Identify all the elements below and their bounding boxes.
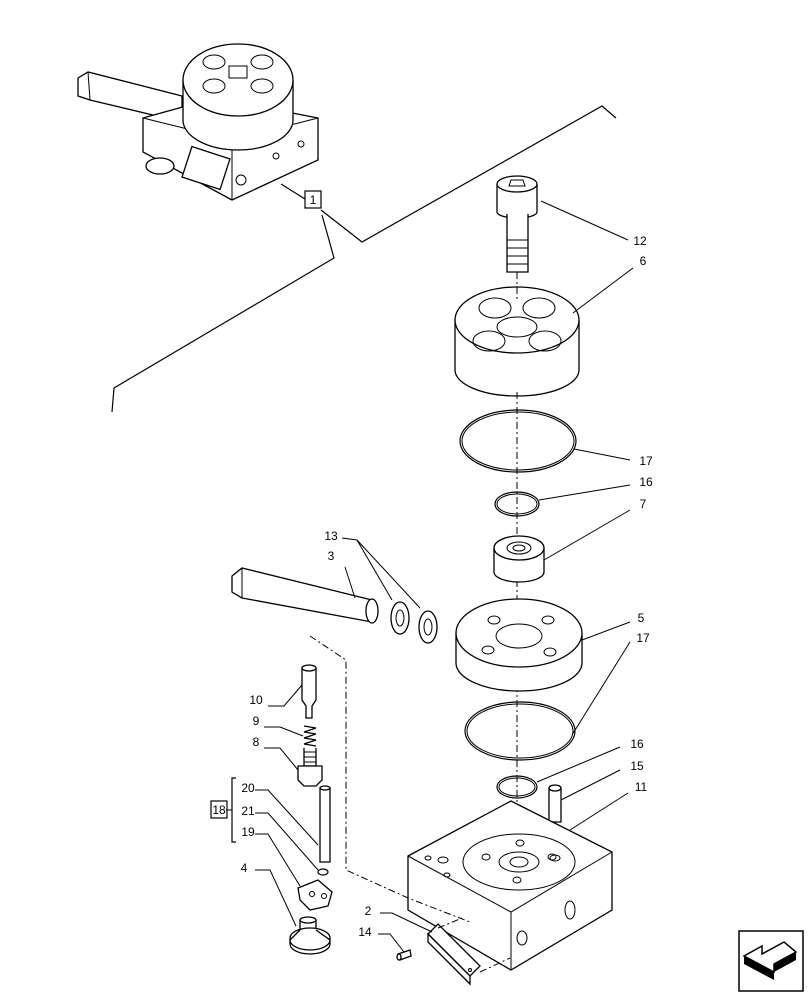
callout-18-box	[210, 800, 228, 819]
callout-14: 14	[358, 925, 372, 939]
washers-part	[390, 601, 438, 644]
return-arrow-icon[interactable]	[738, 930, 804, 992]
callout-18: 18	[212, 803, 226, 817]
callout-9: 9	[253, 714, 260, 728]
callout-1: 1	[310, 193, 317, 207]
rivet-part	[396, 949, 412, 961]
callout-16-upper: 16	[639, 475, 653, 489]
small-ring-part	[317, 868, 329, 876]
callout-19: 19	[241, 825, 255, 839]
detent-pin-part	[301, 664, 317, 719]
o-ring-lower	[464, 701, 576, 761]
callout-17-lower: 17	[636, 631, 650, 645]
cap-screw-part	[496, 175, 538, 273]
callout-7: 7	[640, 497, 647, 511]
callout-11: 11	[635, 780, 648, 794]
pin-part	[548, 784, 562, 823]
callout-13: 13	[324, 529, 338, 543]
callout-2: 2	[365, 904, 372, 918]
rod-part	[319, 785, 331, 863]
callout-12: 12	[633, 234, 647, 248]
knob-part	[289, 916, 331, 955]
small-o-ring-lower	[496, 775, 538, 799]
spring-part	[303, 725, 317, 747]
callout-21: 21	[241, 804, 255, 818]
callout-20: 20	[241, 781, 255, 795]
callout-10: 10	[249, 693, 263, 707]
bearing-part	[493, 535, 545, 583]
nameplate-part	[427, 923, 481, 986]
valve-body-part	[407, 800, 613, 971]
callout-8: 8	[253, 735, 260, 749]
cover-disc-part	[454, 286, 580, 397]
o-ring-upper	[459, 409, 577, 473]
tab-plate-part	[297, 879, 333, 911]
callout-16-lower: 16	[630, 737, 644, 751]
handle-shaft-part	[231, 567, 379, 624]
callout-4: 4	[241, 861, 248, 875]
plug-part	[297, 748, 323, 787]
callout-6: 6	[640, 254, 647, 268]
callout-3: 3	[328, 549, 335, 563]
small-o-ring-upper	[494, 491, 540, 517]
assembly-overview	[77, 43, 319, 201]
callout-15: 15	[630, 759, 644, 773]
callout-17-upper: 17	[639, 454, 653, 468]
callout-1-box	[304, 190, 322, 209]
base-disc-part	[455, 598, 583, 692]
bracket-18	[231, 777, 236, 843]
callout-5: 5	[638, 611, 645, 625]
